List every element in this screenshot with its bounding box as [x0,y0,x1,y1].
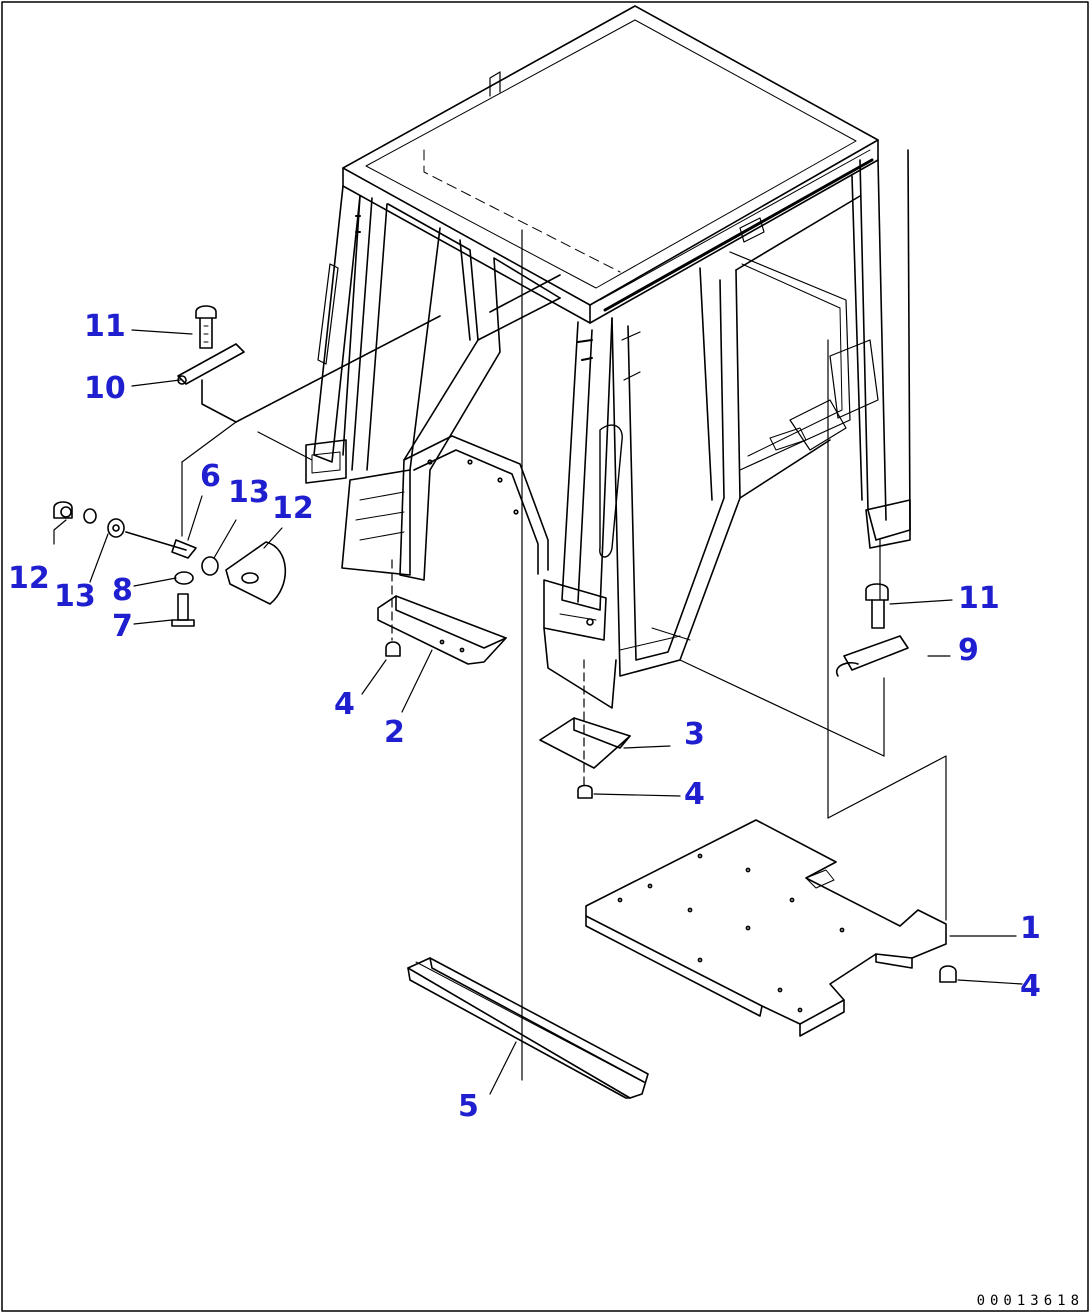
part-5-rail [407,957,649,1099]
callout-5: 5 [458,1089,479,1124]
small-parts-left [53,421,287,627]
callout-11: 11 [84,309,126,344]
part-2-mount-pad [377,559,507,665]
callout-3: 3 [684,717,705,752]
left-side-frame [341,203,561,581]
part-3-mount-pad [539,659,631,799]
front-pillar [543,317,623,709]
callout-13: 13 [228,475,270,510]
callout-9: 9 [958,633,979,668]
callout-4: 4 [334,687,355,722]
callout-1: 1 [1020,911,1041,946]
callout-4: 4 [1020,969,1041,1004]
cab-roof [342,5,879,324]
callout-4: 4 [684,777,705,812]
document-number: 00013618 [976,1293,1084,1309]
assembly-lines [257,229,947,1081]
callout-11: 11 [958,581,1000,616]
callout-6: 6 [200,459,221,494]
leader-lines [53,329,1023,1095]
callout-8: 8 [112,573,133,608]
callout-12: 12 [8,561,50,596]
callout-7: 7 [112,609,133,644]
callout-12: 12 [272,491,314,526]
callout-2: 2 [384,715,405,750]
part-9-11-hinge [835,583,909,677]
callout-10: 10 [84,371,126,406]
left-pillar [305,185,388,484]
right-side-frame [611,195,861,677]
part-10-11-hinge [177,305,441,423]
right-rear-pillar [769,149,911,549]
callout-13: 13 [54,579,96,614]
part-1-floor-plate [585,819,957,1037]
